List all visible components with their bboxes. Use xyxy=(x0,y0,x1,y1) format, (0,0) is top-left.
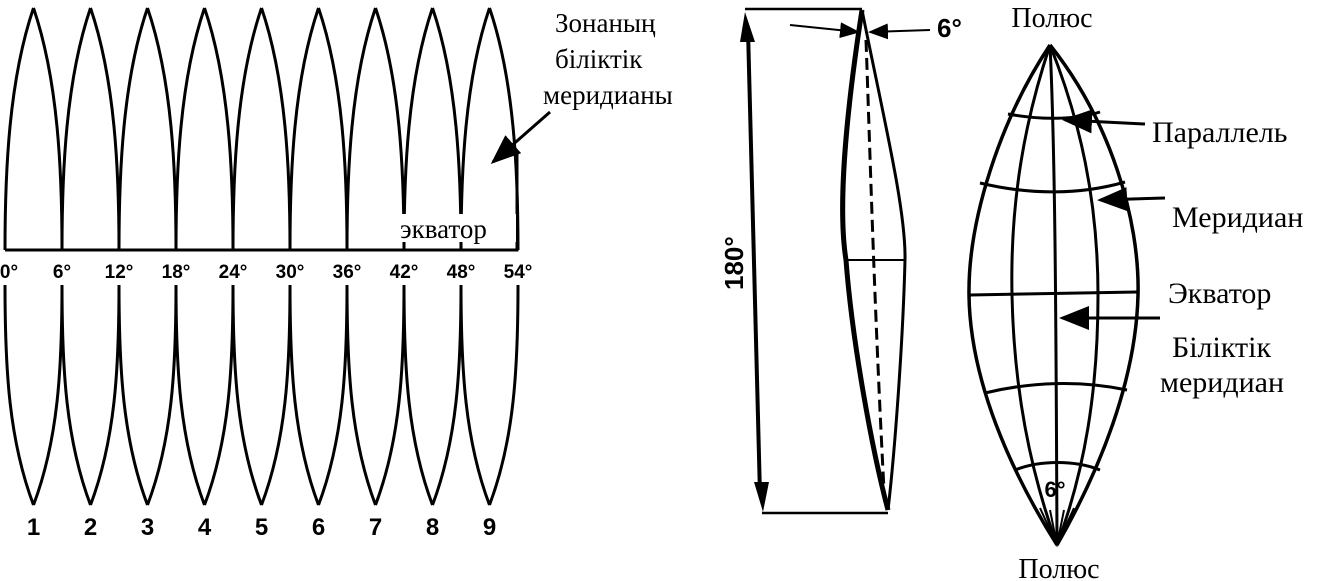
degree-label: 24° xyxy=(219,262,248,283)
zone-number: 8 xyxy=(426,514,439,541)
zone-gore xyxy=(174,7,235,506)
equator-line xyxy=(5,150,519,252)
meridian-label: Меридиан xyxy=(1172,201,1303,234)
zone-gore xyxy=(60,7,121,506)
zone-number: 4 xyxy=(198,514,212,541)
single-zone-gore xyxy=(740,7,931,515)
height-label: 180° xyxy=(719,236,749,290)
zone-number: 3 xyxy=(141,514,154,541)
zone-gore xyxy=(117,7,178,506)
degree-label: 30° xyxy=(276,262,305,283)
zone-gore xyxy=(288,7,349,506)
parallel-label: Параллель xyxy=(1152,116,1287,149)
degree-label: 12° xyxy=(105,262,134,283)
zone-number: 6 xyxy=(312,514,325,541)
width-label: 6° xyxy=(937,13,962,43)
zone-gores xyxy=(3,7,520,506)
zone-meridian-label-line2: біліктік xyxy=(555,44,643,74)
degree-label: 36° xyxy=(333,262,362,283)
pole-bottom-label: Полюс xyxy=(1018,554,1099,581)
height-arrow xyxy=(746,29,762,496)
zone-number: 2 xyxy=(84,514,97,541)
zone-meridian-label-line1: Зонаның xyxy=(555,8,656,38)
zone-grid-gore xyxy=(967,43,1140,548)
zone-number: 9 xyxy=(483,514,496,541)
degree-label: 0° xyxy=(0,262,18,283)
zone-number: 7 xyxy=(369,514,382,541)
degree-label: 42° xyxy=(390,262,419,283)
zone-gore xyxy=(345,7,406,506)
axial-meridian-label-line2: меридиан xyxy=(1160,366,1284,399)
axial-meridian-label-line1: Біліктік xyxy=(1172,331,1271,364)
degree-label: 18° xyxy=(162,262,191,283)
zone-gore xyxy=(3,7,64,506)
zone-gore xyxy=(231,7,292,506)
meridian-arrow xyxy=(1097,187,1166,212)
parallel-arrow xyxy=(1062,109,1146,134)
degree-label: 6° xyxy=(53,262,71,283)
angle-label: 6° xyxy=(1044,477,1065,502)
zone-number: 5 xyxy=(255,514,268,541)
zone-meridian-arrow xyxy=(490,110,551,164)
degree-label: 48° xyxy=(447,262,476,283)
equator-label-right: Экватор xyxy=(1168,277,1271,310)
zone-meridian-label-line3: меридианы xyxy=(543,80,673,110)
pole-top-label: Полюс xyxy=(1011,3,1092,34)
equator-label: экватор xyxy=(400,214,487,244)
degree-label: 54° xyxy=(504,262,533,283)
zone-number: 1 xyxy=(27,514,40,541)
zone-gore xyxy=(459,7,520,506)
zone-gore xyxy=(402,7,463,506)
